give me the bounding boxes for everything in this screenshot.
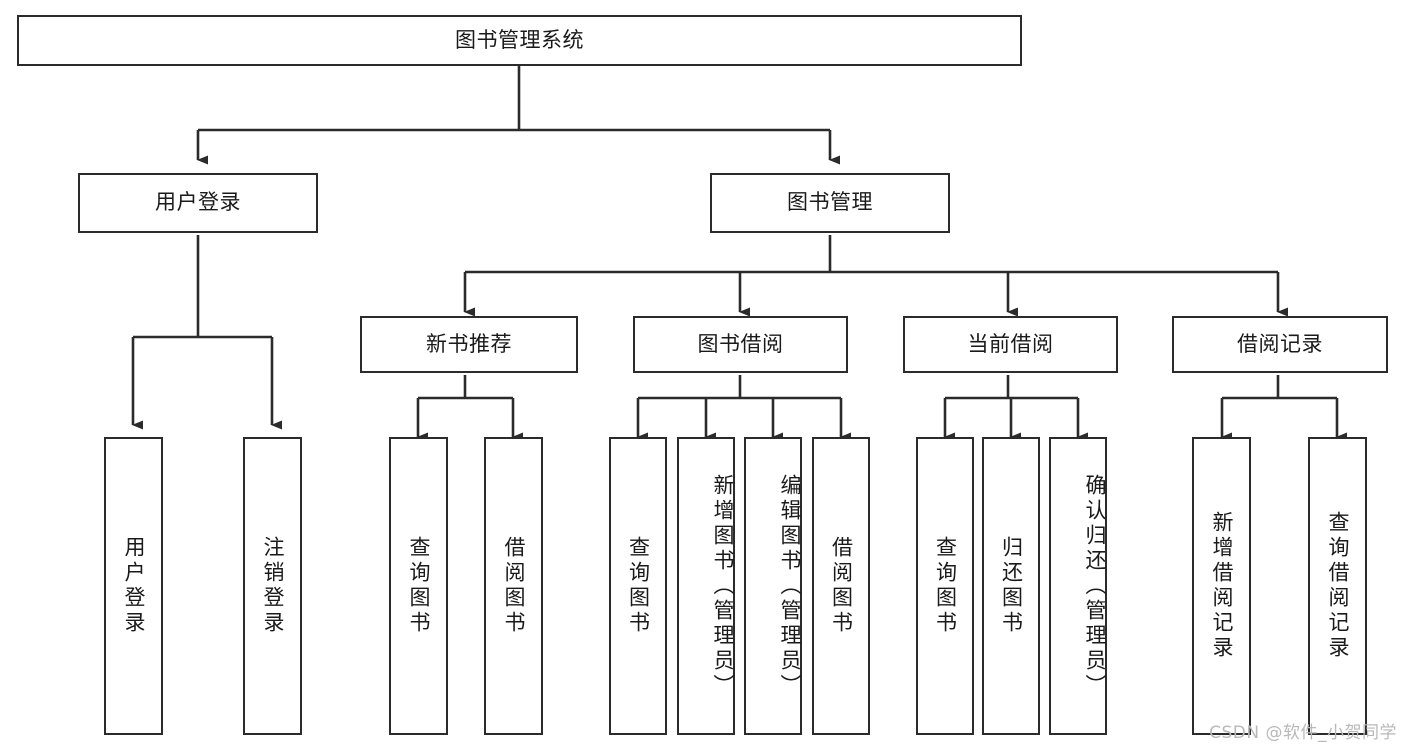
node-leaf-query-book-newbook-label: 查询图书 xyxy=(407,536,431,636)
node-leaf-query-book-current[interactable]: 查询图书 xyxy=(916,437,974,735)
connector-bookmgmt-to-level3 xyxy=(463,235,1288,317)
node-leaf-add-book-admin[interactable]: 新增图书（管理员） xyxy=(677,437,735,735)
node-leaf-user-login[interactable]: 用户登录 xyxy=(104,437,163,735)
node-leaf-logout-label: 注销登录 xyxy=(261,536,285,636)
node-leaf-query-book-current-label: 查询图书 xyxy=(933,536,958,636)
node-root-label: 图书管理系统 xyxy=(455,27,584,52)
node-leaf-logout[interactable]: 注销登录 xyxy=(243,437,302,735)
node-leaf-query-borrow-record-label: 查询借阅记录 xyxy=(1326,511,1350,661)
connector-currentborrow-to-leaves xyxy=(943,375,1088,442)
node-leaf-user-login-label: 用户登录 xyxy=(122,536,146,636)
node-leaf-add-book-admin-label: 新增图书（管理员） xyxy=(711,473,735,699)
connector-borrowrecord-to-leaves xyxy=(1220,375,1347,442)
node-leaf-return-book[interactable]: 归还图书 xyxy=(982,437,1040,735)
node-root-system[interactable]: 图书管理系统 xyxy=(17,15,1022,66)
connector-newbook-to-leaves xyxy=(416,375,523,442)
node-leaf-borrow-book-borrow[interactable]: 借阅图书 xyxy=(812,437,870,735)
node-leaf-query-book-newbook[interactable]: 查询图书 xyxy=(389,437,448,735)
node-book-management-label: 图书管理 xyxy=(787,190,873,215)
node-book-borrow[interactable]: 图书借阅 xyxy=(633,316,848,373)
node-current-borrow[interactable]: 当前借阅 xyxy=(903,316,1118,373)
node-leaf-add-borrow-record-label: 新增借阅记录 xyxy=(1210,511,1234,661)
connector-bookborrow-to-leaves xyxy=(636,375,851,442)
node-borrow-record[interactable]: 借阅记录 xyxy=(1172,316,1388,373)
node-leaf-borrow-book-newbook-label: 借阅图书 xyxy=(502,536,526,636)
node-user-login[interactable]: 用户登录 xyxy=(78,173,318,233)
node-current-borrow-label: 当前借阅 xyxy=(967,331,1054,356)
node-leaf-borrow-book-newbook[interactable]: 借阅图书 xyxy=(484,437,543,735)
node-leaf-borrow-book-borrow-label: 借阅图书 xyxy=(829,536,854,636)
node-borrow-record-label: 借阅记录 xyxy=(1237,331,1323,356)
node-user-login-label: 用户登录 xyxy=(155,190,241,215)
node-leaf-confirm-return-admin-label: 确认归还（管理员） xyxy=(1083,473,1107,699)
node-new-book-recommend[interactable]: 新书推荐 xyxy=(360,316,578,373)
node-leaf-confirm-return-admin[interactable]: 确认归还（管理员） xyxy=(1049,437,1107,735)
node-leaf-add-borrow-record[interactable]: 新增借阅记录 xyxy=(1192,437,1251,735)
node-leaf-edit-book-admin-label: 编辑图书（管理员） xyxy=(778,473,802,699)
node-book-borrow-label: 图书借阅 xyxy=(697,331,784,356)
node-new-book-recommend-label: 新书推荐 xyxy=(426,331,512,356)
connector-userlogin-to-leaves xyxy=(131,235,282,430)
node-leaf-query-borrow-record[interactable]: 查询借阅记录 xyxy=(1308,437,1367,735)
node-leaf-query-book-borrow-label: 查询图书 xyxy=(626,536,651,636)
connector-root-to-level2 xyxy=(196,66,840,165)
node-leaf-query-book-borrow[interactable]: 查询图书 xyxy=(609,437,667,735)
node-leaf-return-book-label: 归还图书 xyxy=(999,536,1024,636)
node-leaf-edit-book-admin[interactable]: 编辑图书（管理员） xyxy=(744,437,802,735)
node-book-management[interactable]: 图书管理 xyxy=(710,173,950,233)
